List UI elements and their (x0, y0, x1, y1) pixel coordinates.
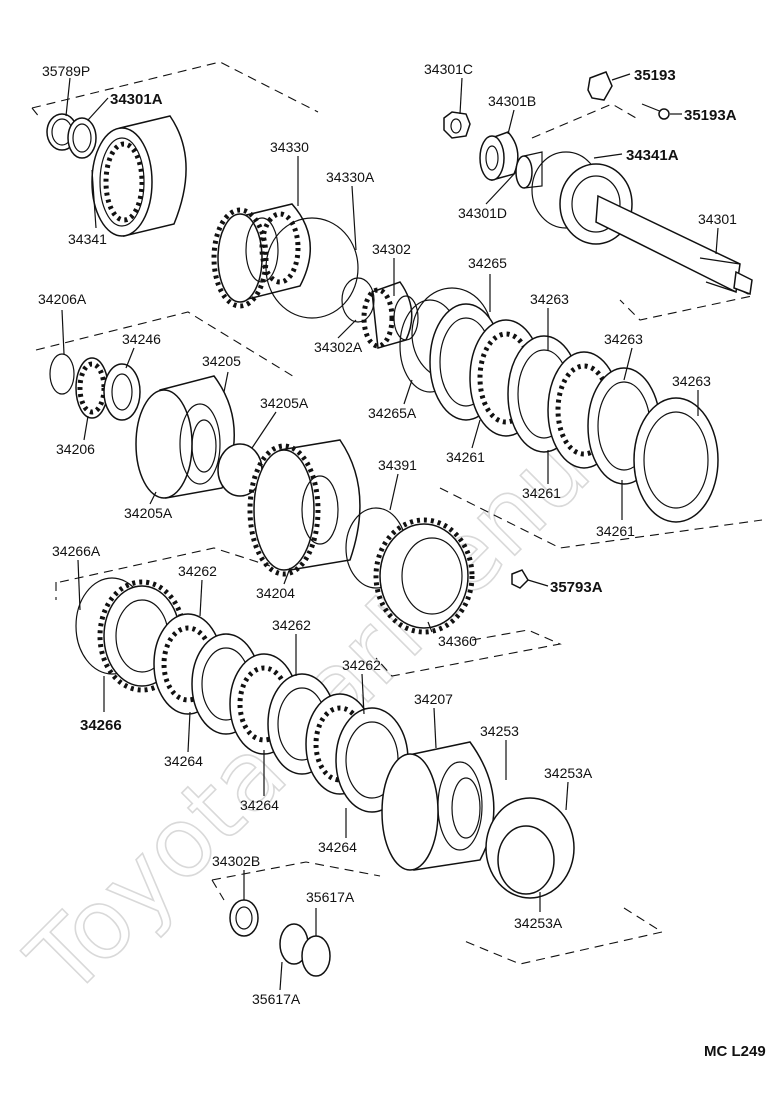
diagram-code: MC L249 (704, 1043, 766, 1060)
label-34246: 34246 (122, 331, 161, 347)
label-34341A: 34341A (626, 147, 679, 164)
part-34330-gear (211, 203, 311, 309)
label-35193A: 35193A (684, 107, 737, 124)
part-34301D (515, 151, 543, 189)
leader-lines (61, 73, 719, 991)
label-34206: 34206 (56, 441, 95, 457)
label-34206A: 34206A (38, 291, 87, 307)
label-34205A-1: 34205A (260, 395, 309, 411)
label-34391: 34391 (378, 457, 417, 473)
label-34301A: 34301A (110, 91, 163, 108)
part-34205-piston (135, 375, 235, 499)
label-34207: 34207 (414, 691, 453, 707)
label-35793A: 35793A (550, 579, 603, 596)
label-34264-b: 34264 (240, 797, 279, 813)
label-34264-c: 34264 (318, 839, 357, 855)
label-34301B: 34301B (488, 93, 536, 109)
part-34207-34253-piston (381, 741, 495, 871)
label-34261-b: 34261 (522, 485, 561, 501)
label-35617A-2: 35617A (252, 991, 301, 1007)
label-34330A: 34330A (326, 169, 375, 185)
label-34302A: 34302A (314, 339, 363, 355)
label-34360: 34360 (438, 633, 477, 649)
label-34253A-2: 34253A (514, 915, 563, 931)
part-35193-clip (587, 71, 613, 101)
label-34264-a: 34264 (164, 753, 203, 769)
part-35793A (511, 569, 529, 589)
part-34253A-inner (497, 825, 555, 895)
label-34330: 34330 (270, 139, 309, 155)
label-34205: 34205 (202, 353, 241, 369)
part-34301-shaft (559, 163, 753, 296)
clutch-pack-upper (429, 303, 719, 523)
part-34330A-snap-ring (265, 217, 359, 319)
part-34302-clutch (361, 281, 419, 349)
label-34263-a: 34263 (530, 291, 569, 307)
label-34253A-1: 34253A (544, 765, 593, 781)
part-34341-drum (91, 115, 187, 237)
label-34265: 34265 (468, 255, 507, 271)
label-34302B: 34302B (212, 853, 260, 869)
part-34204-drum (247, 439, 361, 577)
label-34262-b: 34262 (272, 617, 311, 633)
part-34302B (229, 899, 259, 937)
label-34261-c: 34261 (596, 523, 635, 539)
label-34341: 34341 (68, 231, 107, 247)
clutch-pack-lower (153, 613, 409, 813)
label-34205A-2: 34205A (124, 505, 173, 521)
label-34301: 34301 (698, 211, 737, 227)
label-34262-a: 34262 (178, 563, 217, 579)
part-34302A-ring (341, 277, 375, 323)
label-34265A: 34265A (368, 405, 417, 421)
label-35789P: 35789P (42, 63, 90, 79)
part-34301C-nut (443, 111, 471, 139)
label-34302: 34302 (372, 241, 411, 257)
part-35617A-ring-2 (301, 935, 331, 977)
label-34266: 34266 (80, 717, 122, 734)
label-34301D: 34301D (458, 205, 507, 221)
part-labels: 35789P 34301A 34341 34330 34330A 34301C … (38, 61, 766, 1060)
label-35617A-1: 35617A (306, 889, 355, 905)
part-34301B-bearing (479, 131, 519, 181)
label-34253: 34253 (480, 723, 519, 739)
label-34261-a: 34261 (446, 449, 485, 465)
part-34206-bearing (75, 357, 109, 419)
part-34301A (67, 117, 97, 159)
label-35193: 35193 (634, 67, 676, 84)
part-34206A-ring (49, 353, 75, 395)
label-34301C: 34301C (424, 61, 473, 77)
label-34262-c: 34262 (342, 657, 381, 673)
part-35193A-bolt (641, 103, 670, 120)
label-34263-b: 34263 (604, 331, 643, 347)
part-34246 (103, 363, 141, 421)
label-34204: 34204 (256, 585, 295, 601)
part-34360-hub (373, 517, 475, 635)
label-34263-c: 34263 (672, 373, 711, 389)
label-34266A: 34266A (52, 543, 101, 559)
